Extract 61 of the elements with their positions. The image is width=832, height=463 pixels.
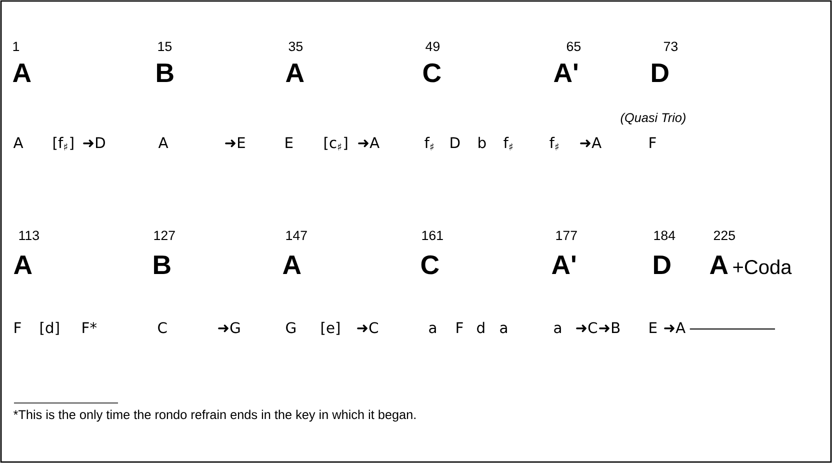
key-label: [c$_{♯}$]	[324, 136, 348, 150]
section-letter: A	[710, 256, 728, 274]
measure-number: 184	[654, 230, 676, 240]
key-label: ➜B	[599, 322, 620, 333]
key-label: D	[450, 137, 460, 148]
key-label: [e]	[322, 322, 340, 335]
section-letter: A'	[552, 256, 576, 274]
key-label: f$_{♯}$	[550, 136, 559, 150]
key-label: ➜A	[580, 137, 602, 148]
footnote: *This is the only time the rondo refrain ends in the key in which it began.	[13, 410, 416, 422]
key-label: d	[477, 322, 484, 334]
key-label: ➜A	[664, 322, 686, 333]
section-letter: B	[154, 256, 170, 274]
key-label: F	[650, 137, 656, 148]
section-letter: A	[282, 256, 301, 274]
key-label: a	[554, 324, 561, 334]
measure-number: 35	[288, 42, 303, 52]
key-label: a	[500, 324, 507, 334]
section-letter: A	[14, 256, 32, 274]
key-label: f$_{♯}$	[504, 136, 513, 150]
key-label: A	[158, 137, 168, 148]
key-label: ➜C	[357, 322, 378, 334]
measure-number: 15	[158, 42, 172, 52]
key-label: b	[478, 136, 486, 148]
key-label: [d]	[40, 322, 59, 335]
key-label: G	[286, 322, 296, 334]
key-label: A	[13, 137, 24, 148]
section-letter: A	[12, 64, 31, 82]
key-label: F*	[82, 322, 97, 333]
key-label: C	[158, 322, 167, 334]
measure-number: 147	[286, 230, 307, 240]
section-letter: A'	[554, 64, 578, 82]
coda-label: +Coda	[733, 260, 792, 274]
measure-number: 161	[422, 230, 443, 240]
section-letter: D	[654, 256, 670, 274]
key-label: a	[429, 324, 436, 334]
section-letter: C	[421, 255, 439, 274]
key-label: ➜C	[576, 322, 597, 334]
key-label: ➜E	[225, 137, 245, 148]
key-label: F	[456, 322, 463, 333]
measure-number: 225	[714, 230, 735, 240]
section-note: (Quasi Trio)	[620, 112, 686, 125]
key-label: E	[286, 137, 293, 148]
measure-number: 65	[566, 42, 581, 52]
section-letter: D	[652, 64, 668, 82]
measure-number: 127	[154, 230, 175, 240]
key-label: F	[14, 322, 21, 333]
measure-number: 73	[664, 42, 678, 52]
key-label: f$_{♯}$	[424, 136, 434, 150]
key-label: ➜G	[218, 322, 240, 334]
measure-number: 49	[426, 42, 440, 52]
measure-number: 177	[556, 230, 577, 240]
key-label: ➜A	[358, 137, 380, 148]
key-label: ➜D	[83, 137, 105, 148]
measure-number: 1	[13, 42, 20, 51]
section-letter: A	[286, 64, 304, 82]
section-letter: C	[423, 63, 441, 82]
section-letter: B	[157, 64, 174, 82]
key-label: [f$_{♯}$]	[54, 136, 74, 150]
key-label: E	[650, 322, 657, 333]
measure-number: 113	[19, 230, 39, 240]
